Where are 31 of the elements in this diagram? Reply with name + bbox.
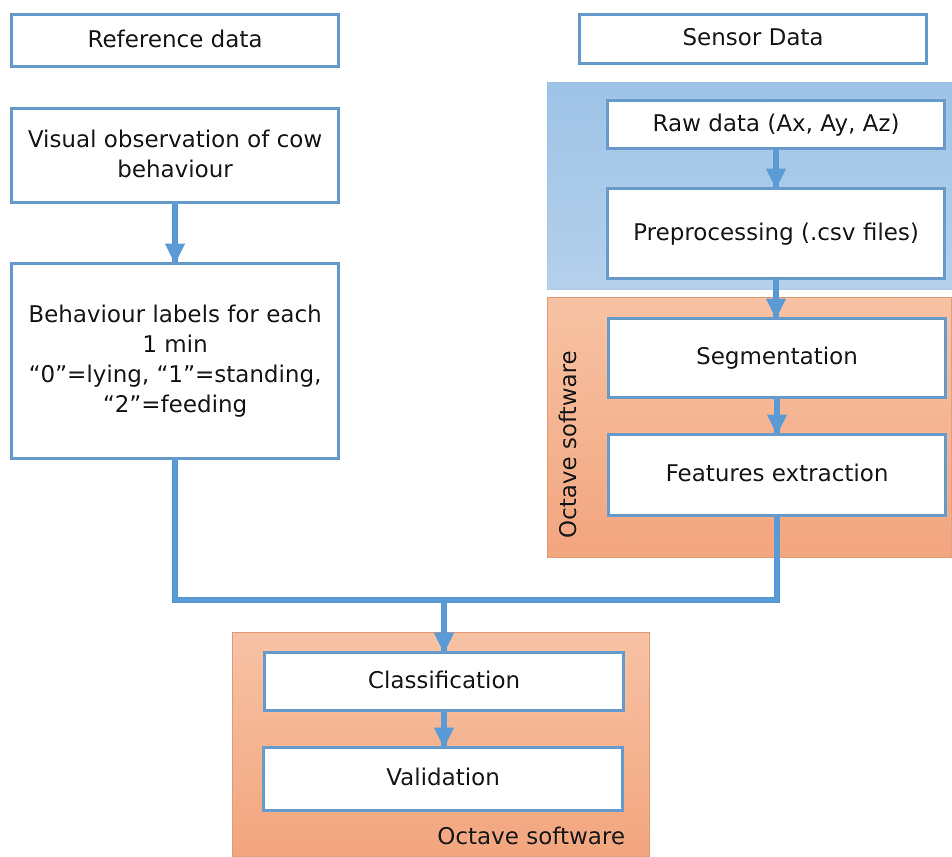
box-heading: Classification (368, 666, 520, 696)
box-heading: Validation (386, 764, 500, 794)
process-box (10, 13, 340, 68)
process-box (606, 99, 946, 150)
box-text: “0”=lying, “1”=standing, “2”=feeding (28, 361, 322, 420)
panel-label: Octave software (556, 350, 582, 538)
box-heading: Behaviour labels for each 1 min (27, 301, 323, 360)
box-heading: Sensor Data (682, 24, 824, 54)
box-heading: Segmentation (696, 343, 858, 372)
process-box (607, 433, 947, 517)
box-heading: Features extraction (666, 460, 888, 490)
process-box (10, 262, 340, 460)
process-box (10, 107, 340, 204)
box-heading: Visual observation of cow behaviour (26, 126, 324, 184)
box-heading: Reference data (88, 26, 262, 55)
software-panel (547, 297, 952, 558)
arrow (164, 204, 186, 264)
process-box (262, 746, 624, 812)
arrow (766, 399, 788, 436)
arrow (766, 150, 786, 190)
process-box (607, 317, 947, 399)
arrow (766, 280, 786, 320)
process-box (578, 13, 928, 65)
box-heading: Preprocessing (.csv files) (633, 218, 919, 248)
process-box (263, 651, 625, 712)
arrow (434, 712, 454, 748)
panel-label: Octave software (437, 824, 625, 850)
box-heading: Raw data (Ax, Ay, Az) (652, 110, 900, 139)
software-panel (547, 82, 952, 290)
software-panel (232, 632, 650, 857)
process-box (606, 187, 946, 280)
